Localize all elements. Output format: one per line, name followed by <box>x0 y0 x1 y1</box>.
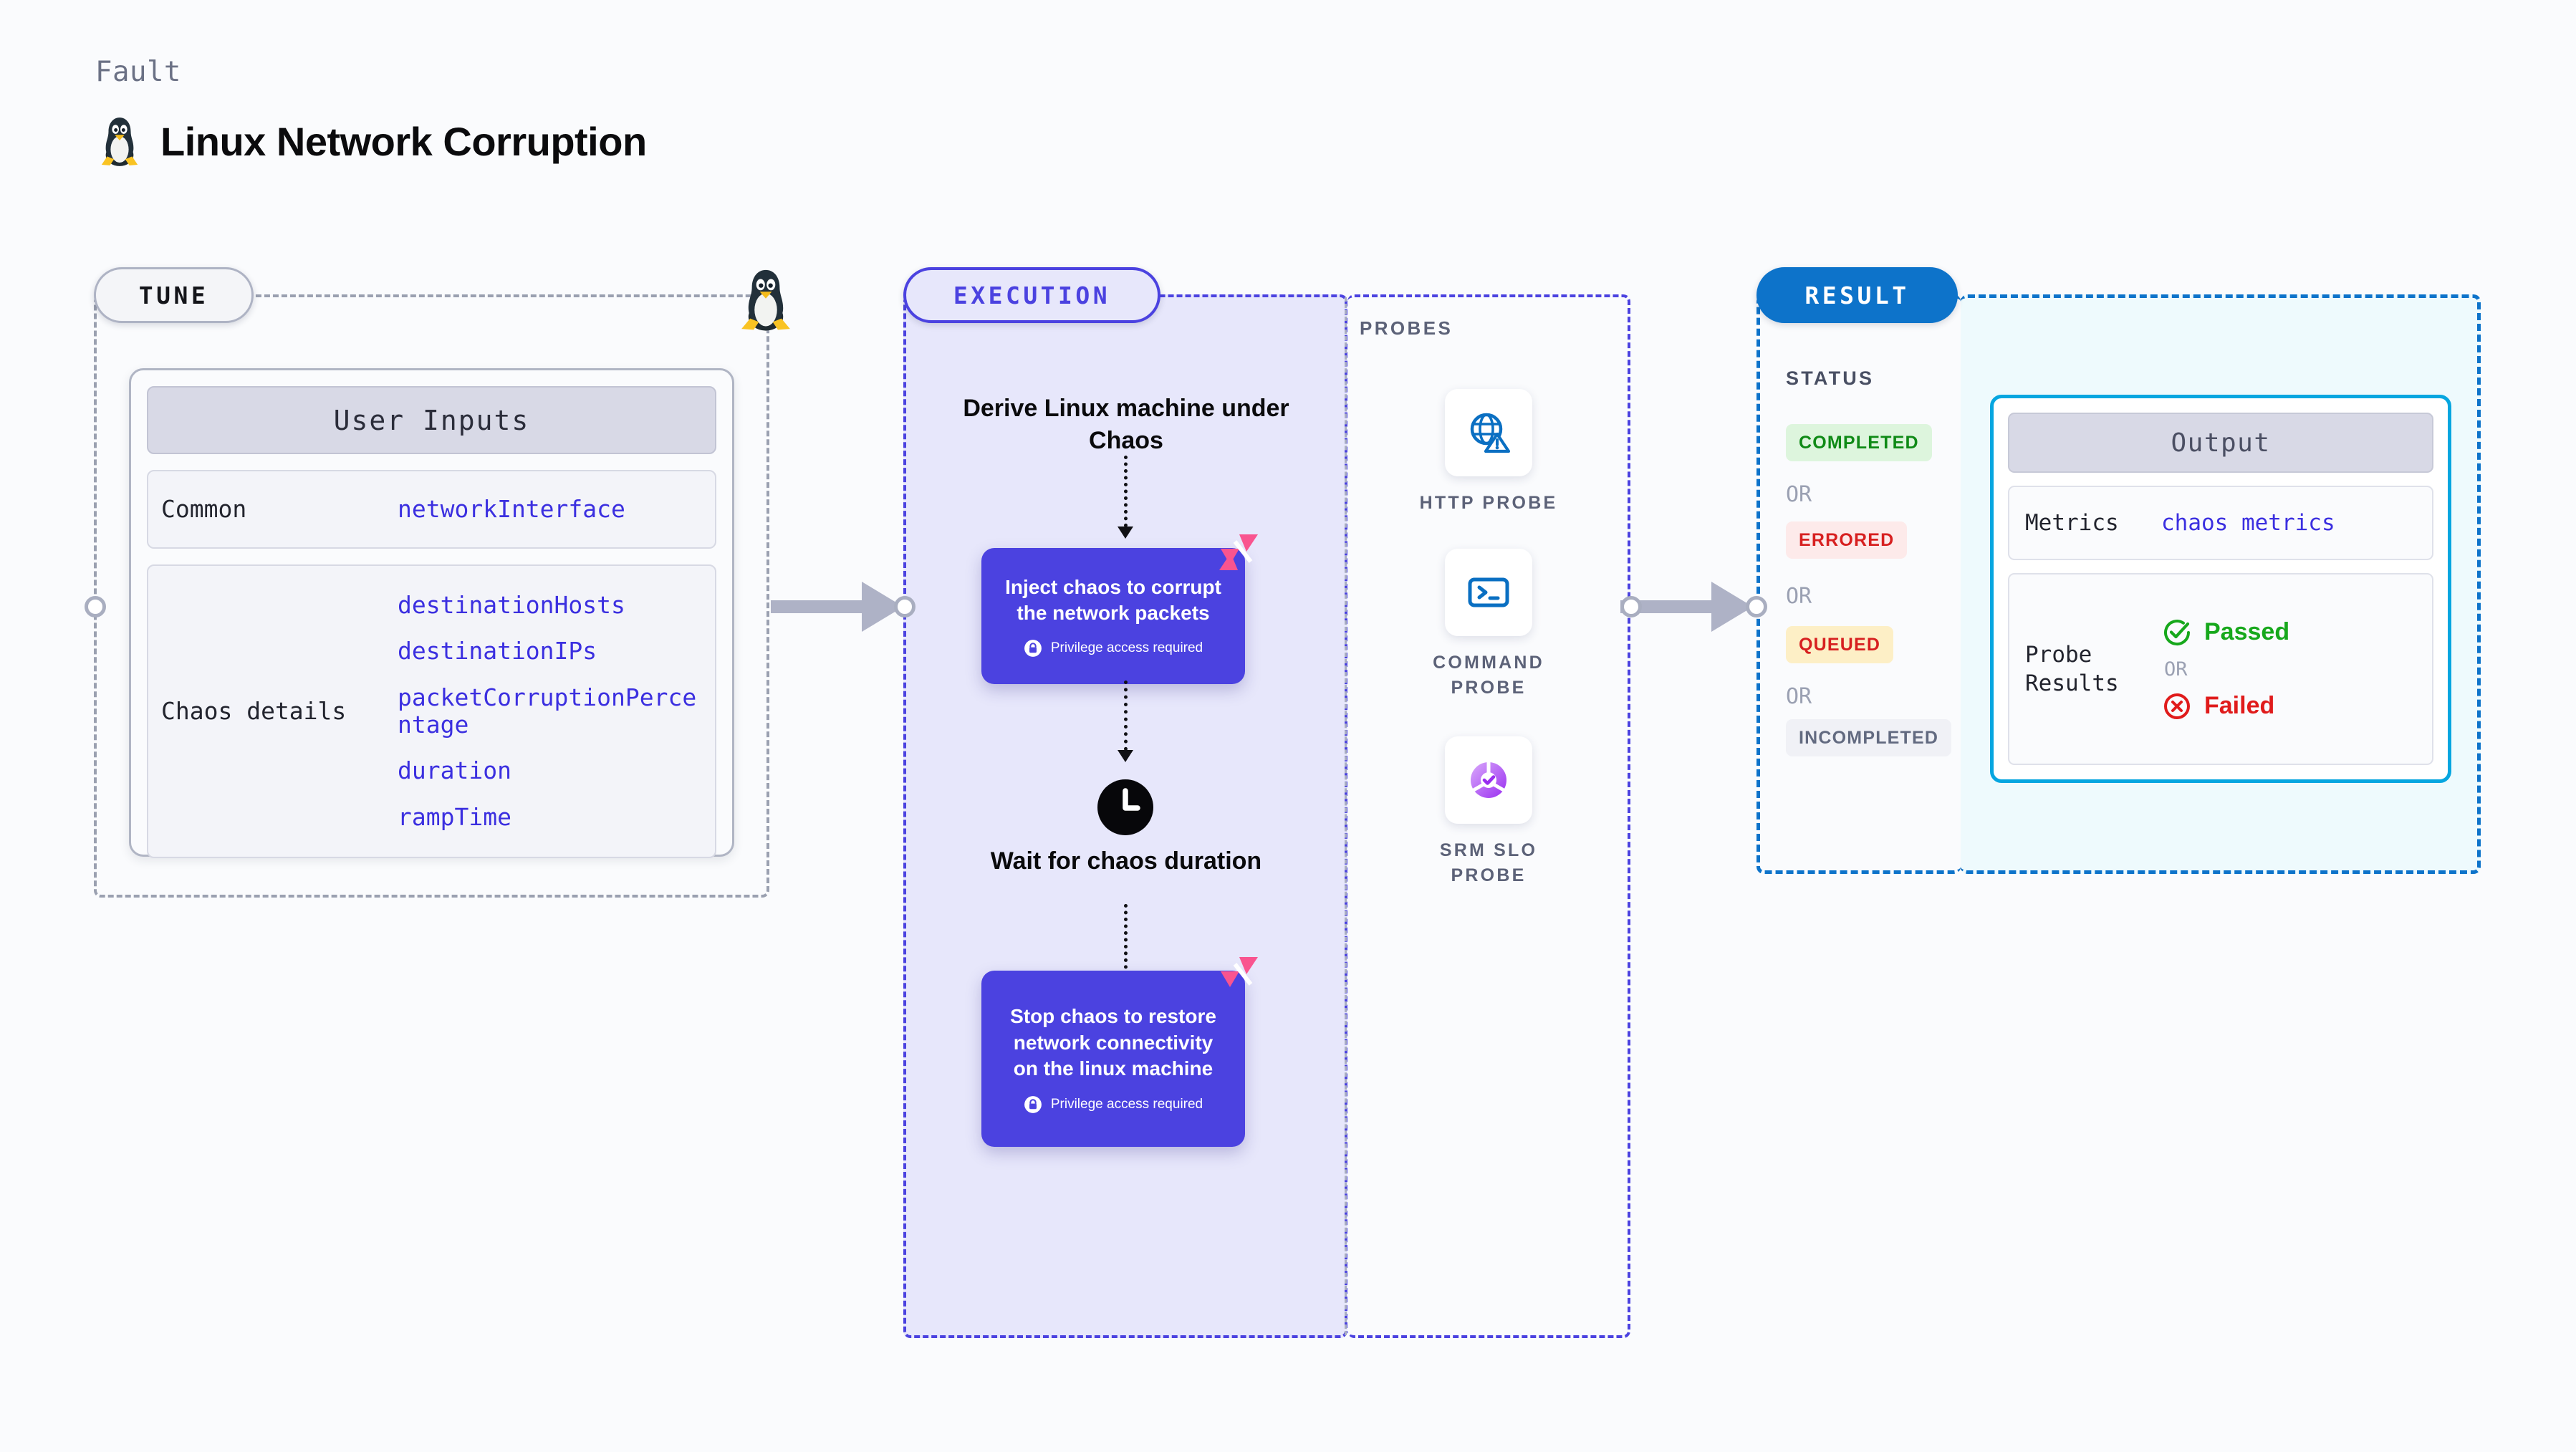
passed-label: Passed <box>2204 618 2290 645</box>
lock-icon <box>1024 1095 1042 1113</box>
param-destination-ips[interactable]: destinationIPs <box>398 637 597 665</box>
tux-penguin-icon <box>741 269 790 331</box>
connector-endpoint <box>1620 596 1642 617</box>
user-inputs-card: User Inputs Common networkInterface Chao… <box>129 368 734 858</box>
privilege-note: Privilege access required <box>1024 1095 1203 1114</box>
probe-label: HTTP PROBE <box>1419 493 1558 513</box>
status-badge-completed: COMPLETED <box>1786 424 1932 461</box>
param-destination-hosts[interactable]: destinationHosts <box>398 591 625 620</box>
node-label: Inject chaos to corrupt the network pack… <box>1005 575 1221 624</box>
globe-warning-icon <box>1470 413 1511 453</box>
output-card: Output Metrics chaos metrics Probe Resul… <box>1990 395 2451 783</box>
failed-label: Failed <box>2204 692 2275 719</box>
execution-node-stop-chaos[interactable]: Stop chaos to restore network connectivi… <box>981 971 1245 1147</box>
output-row-probe-results: Probe Results Passed OR Failed <box>2008 573 2433 765</box>
page-title-row: Linux Network Corruption <box>97 115 647 168</box>
srm-slo-donut-icon <box>1471 762 1506 798</box>
user-inputs-title: User Inputs <box>147 386 716 454</box>
output-row-metrics: Metrics chaos metrics <box>2008 486 2433 560</box>
privilege-text: Privilege access required <box>1050 640 1203 656</box>
or-separator: OR <box>1786 482 1812 507</box>
page-title: Linux Network Corruption <box>160 118 647 164</box>
status-badge-queued: QUEUED <box>1786 626 1894 663</box>
flow-arrow-icon <box>1118 681 1133 762</box>
status-label: STATUS <box>1786 367 1875 389</box>
probes-label: PROBES <box>1360 317 1453 339</box>
probe-result-failed: Failed <box>2161 691 2289 722</box>
probe-results-values: Passed OR Failed <box>2161 617 2289 722</box>
clock-icon <box>1097 779 1153 835</box>
lock-icon <box>1024 640 1042 658</box>
user-inputs-row-chaos-details: Chaos details destinationHosts destinati… <box>147 564 716 858</box>
harness-logo-icon <box>1219 534 1258 570</box>
check-circle-icon <box>2164 619 2190 645</box>
connector-endpoint <box>1746 596 1767 617</box>
user-inputs-row-common: Common networkInterface <box>147 470 716 549</box>
result-pill[interactable]: RESULT <box>1756 267 1958 323</box>
row-key: Metrics <box>2025 509 2119 536</box>
privilege-text: Privilege access required <box>1050 1096 1203 1112</box>
or-separator: OR <box>1786 584 1812 609</box>
flow-arrow-icon <box>1118 456 1133 539</box>
execution-start-title: Derive Linux machine under Chaos <box>963 395 1289 454</box>
probe-srm-slo[interactable]: SRM SLO PROBE <box>1403 736 1575 888</box>
param-ramp-time[interactable]: rampTime <box>398 802 511 831</box>
harness-logo-icon <box>1221 957 1258 987</box>
probe-tile <box>1445 549 1532 636</box>
param-packet-corruption-percentage[interactable]: packetCorruptionPercentage <box>398 683 697 739</box>
tux-penguin-icon <box>101 117 138 166</box>
node-label: Stop chaos to restore network connectivi… <box>1010 1005 1216 1080</box>
row-values: networkInterface <box>398 494 702 523</box>
x-circle-icon <box>2164 693 2190 719</box>
or-separator: OR <box>2164 658 2188 681</box>
connector-tune-to-execution <box>771 582 903 632</box>
or-separator: OR <box>1786 684 1812 709</box>
probe-tile <box>1445 736 1532 824</box>
execution-node-inject-chaos[interactable]: Inject chaos to corrupt the network pack… <box>981 548 1245 684</box>
row-key: Common <box>161 495 247 524</box>
execution-wait-title: Wait for chaos duration <box>990 847 1262 875</box>
fault-kicker: Fault <box>95 56 181 88</box>
connector-endpoint <box>894 596 915 617</box>
connector-probes-to-result <box>1620 582 1753 632</box>
execution-pill[interactable]: EXECUTION <box>903 267 1160 323</box>
tune-pill[interactable]: TUNE <box>94 267 254 323</box>
probe-result-passed: Passed <box>2161 617 2289 648</box>
probe-http[interactable]: HTTP PROBE <box>1403 389 1575 516</box>
metrics-value[interactable]: chaos metrics <box>2161 510 2335 536</box>
probe-label: COMMAND PROBE <box>1433 653 1544 698</box>
probe-command[interactable]: COMMAND PROBE <box>1403 549 1575 700</box>
param-duration[interactable]: duration <box>398 756 511 785</box>
row-key: Probe Results <box>2025 641 2119 696</box>
param-network-interface[interactable]: networkInterface <box>398 494 625 523</box>
probe-tile <box>1445 389 1532 476</box>
connector-endpoint <box>85 596 106 617</box>
output-title: Output <box>2008 413 2433 473</box>
result-status-region <box>1756 294 1963 874</box>
status-badge-errored: ERRORED <box>1786 521 1908 559</box>
terminal-icon <box>1468 577 1509 607</box>
row-key: Chaos details <box>161 697 347 726</box>
privilege-note: Privilege access required <box>1024 639 1203 658</box>
row-values: destinationHosts destinationIPs packetCo… <box>398 591 702 831</box>
probe-label: SRM SLO PROBE <box>1439 840 1538 885</box>
status-badge-incompleted: INCOMPLETED <box>1786 719 1952 756</box>
